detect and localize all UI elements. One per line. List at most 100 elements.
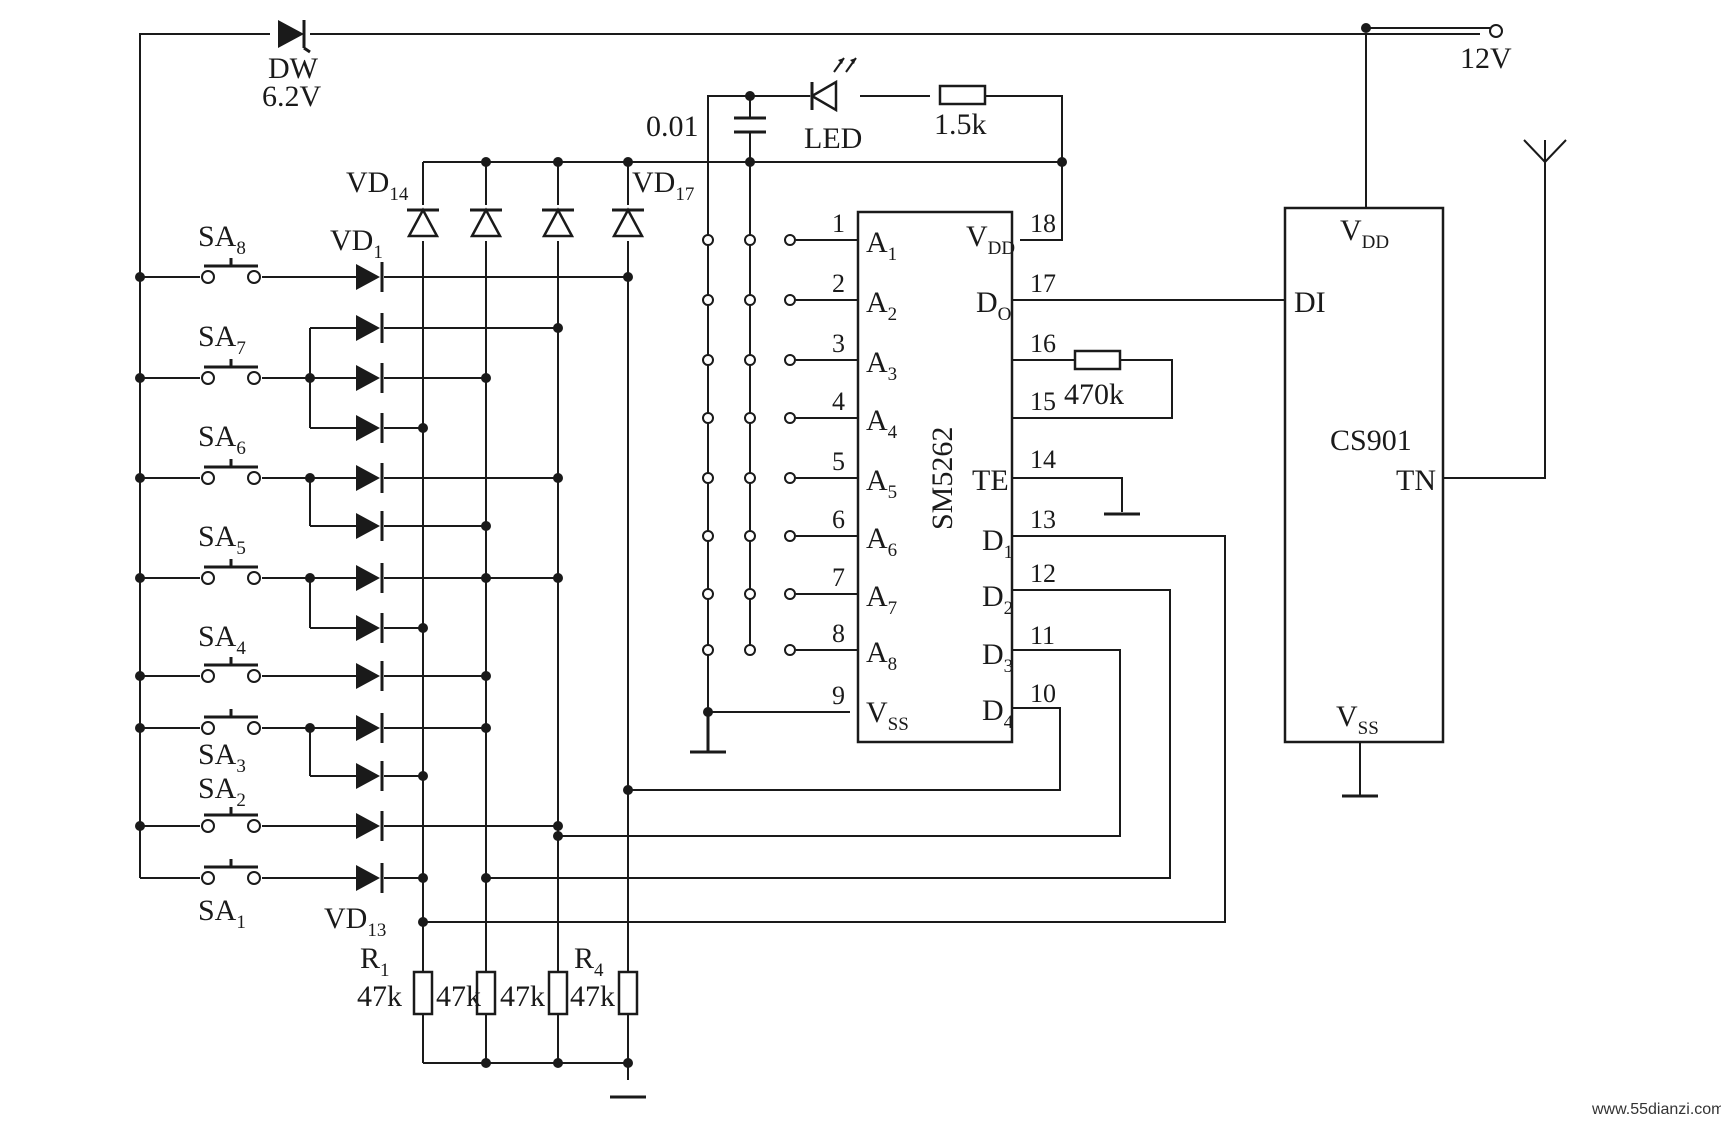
svg-text:VDD: VDD <box>966 220 1015 259</box>
data-lines <box>418 535 1226 927</box>
vd1-label: VD1 <box>330 224 383 263</box>
svg-text:D3: D3 <box>982 638 1013 677</box>
zener-diode-dw: DW 6.2V <box>262 18 322 113</box>
switch-row-sa7 <box>135 328 491 428</box>
led-indicator-circuit: 0.01 LED 1.5k <box>646 57 1063 236</box>
svg-text:5: 5 <box>832 447 845 476</box>
switch-sa2[interactable]: SA2 <box>198 772 261 833</box>
tx-tn-label: TN <box>1396 464 1436 497</box>
switch-label: SA1 <box>198 894 246 933</box>
row-diode <box>356 761 384 791</box>
row-diode <box>356 613 384 643</box>
encoder-name: SM5262 <box>926 427 959 530</box>
svg-text:VSS: VSS <box>866 696 909 735</box>
tx-vdd-label: VDD <box>1340 214 1389 253</box>
resistor-value: 47k <box>357 980 402 1013</box>
switch-label: SA7 <box>198 320 246 359</box>
switch-sa8[interactable]: SA8 <box>198 220 261 284</box>
resistor-value: 47k <box>500 980 545 1013</box>
vd13-label: VD13 <box>324 902 386 941</box>
switch-sa5[interactable]: SA5 <box>198 520 261 585</box>
switch-row-sa6 <box>135 473 563 526</box>
switch-label: SA2 <box>198 772 246 811</box>
led-label: LED <box>804 122 862 155</box>
switch-sa4[interactable]: SA4 <box>198 620 261 683</box>
switch-label: SA3 <box>198 738 246 777</box>
svg-text:D2: D2 <box>982 580 1013 619</box>
vdd-tie <box>1020 162 1063 241</box>
tx-di-label: DI <box>1294 286 1326 319</box>
switch-matrix: VD1 VD13 SA8 SA7 SA6 SA5 SA4 SA3 SA2 SA1 <box>135 34 633 941</box>
pulldown-resistors: R1 R4 47k 47k 47k 47k <box>357 942 646 1099</box>
row-diode <box>356 863 384 893</box>
svg-text:A4: A4 <box>866 404 898 443</box>
resistor-value: 47k <box>570 980 615 1013</box>
pull-resistor-label: 470k <box>1064 378 1124 411</box>
svg-text:3: 3 <box>832 329 845 358</box>
svg-text:A7: A7 <box>866 580 897 619</box>
row-diode <box>356 463 384 493</box>
r4-label: R4 <box>574 942 604 981</box>
antenna-icon <box>1523 139 1567 163</box>
vd14-label: VD14 <box>346 166 409 205</box>
svg-text:13: 13 <box>1030 505 1056 534</box>
resistor-r2 <box>475 970 497 1016</box>
row-diode <box>356 413 384 443</box>
resistor-r1 <box>412 970 434 1016</box>
r1-label: R1 <box>360 942 390 981</box>
zener-value-label: 6.2V <box>262 80 322 113</box>
svg-text:12: 12 <box>1030 559 1056 588</box>
svg-text:TE: TE <box>972 464 1009 497</box>
vd14-diode <box>405 205 441 241</box>
svg-text:A3: A3 <box>866 346 897 385</box>
switch-row-sa1 <box>140 873 428 883</box>
resistor-r3 <box>547 970 569 1016</box>
svg-text:A2: A2 <box>866 286 897 325</box>
tx-vss-label: VSS <box>1336 700 1379 739</box>
zener-name-label: DW <box>268 52 319 85</box>
switch-sa1[interactable]: SA1 <box>198 859 261 933</box>
switch-label: SA6 <box>198 420 246 459</box>
row-diode <box>356 811 384 841</box>
switch-row-sa2 <box>135 821 563 831</box>
switch-row-sa8 <box>135 272 633 282</box>
watermark-text: www.55dianzi.com <box>1591 1101 1721 1118</box>
supply-terminal <box>1489 24 1503 38</box>
row-diode <box>356 713 384 743</box>
capacitor-value-label: 0.01 <box>646 110 699 143</box>
resistor-value: 47k <box>436 980 481 1013</box>
svg-text:A5: A5 <box>866 464 897 503</box>
vd17-diode <box>610 205 646 241</box>
row-diode <box>356 661 384 691</box>
svg-text:DO: DO <box>976 286 1011 325</box>
svg-text:16: 16 <box>1030 329 1056 358</box>
switch-row-sa3 <box>135 723 491 776</box>
row-diode <box>356 262 384 292</box>
vd17-label: VD17 <box>632 166 694 205</box>
svg-text:D4: D4 <box>982 694 1014 733</box>
svg-text:A6: A6 <box>866 522 897 561</box>
svg-text:15: 15 <box>1030 387 1056 416</box>
resistor-r4 <box>617 970 639 1016</box>
svg-text:7: 7 <box>832 563 845 592</box>
switch-sa7[interactable]: SA7 <box>198 320 261 385</box>
svg-text:1: 1 <box>832 209 845 238</box>
supply-voltage-label: 12V <box>1460 42 1512 75</box>
switch-sa6[interactable]: SA6 <box>198 420 261 485</box>
encoder-right-pin-labels: VDD DO TE D1 D2 D3 D4 <box>966 220 1015 733</box>
svg-text:6: 6 <box>832 505 845 534</box>
row-diode <box>356 511 384 541</box>
svg-text:17: 17 <box>1030 269 1056 298</box>
diodes-vd14-vd17: VD14 VD17 <box>346 162 694 1080</box>
svg-text:14: 14 <box>1030 445 1056 474</box>
svg-text:D1: D1 <box>982 524 1013 563</box>
svg-text:10: 10 <box>1030 679 1056 708</box>
svg-text:9: 9 <box>832 681 845 710</box>
tx-name: CS901 <box>1330 424 1412 457</box>
switch-sa3[interactable]: SA3 <box>198 709 261 777</box>
switch-row-sa4 <box>135 671 491 681</box>
row-diode <box>356 563 384 593</box>
svg-text:A1: A1 <box>866 226 897 265</box>
row-diode <box>356 313 384 343</box>
